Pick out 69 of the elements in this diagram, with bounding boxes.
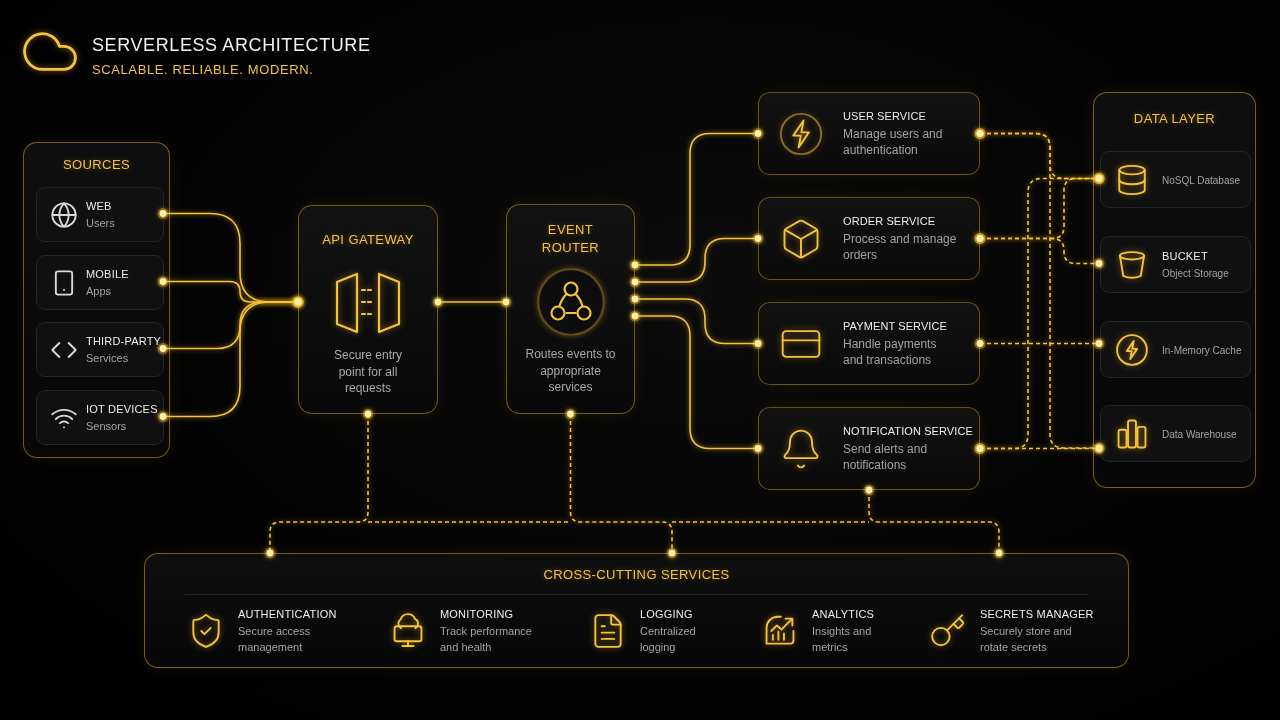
connector-line	[264, 408, 374, 559]
card-title: PAYMENT SERVICE	[843, 319, 947, 334]
source-card	[36, 255, 164, 310]
connector-line	[629, 310, 764, 454]
component-card	[506, 204, 635, 414]
service-card	[758, 302, 980, 385]
card-description: NoSQL Database	[1162, 174, 1240, 188]
card-title: NOTIFICATION SERVICE	[843, 424, 973, 439]
item-title: LOGGING	[640, 607, 693, 622]
card-title: EVENT ROUTER	[540, 221, 601, 257]
connector-line	[863, 484, 1005, 559]
group-panel	[144, 553, 1129, 668]
card-title: THIRD-PARTY	[86, 333, 162, 349]
item-description: Insights and metrics	[812, 624, 873, 655]
card-title: WEB	[86, 198, 112, 214]
card-title: API GATEWAY	[322, 231, 414, 249]
source-card	[36, 322, 164, 377]
connector-line	[565, 408, 678, 559]
panel-title: CROSS-CUTTING SERVICES	[542, 566, 731, 583]
item-description: Secure access management	[238, 624, 312, 655]
storage-card	[1100, 151, 1251, 208]
item-description: Track performance and health	[440, 624, 533, 655]
card-description: Manage users and authentication	[843, 126, 944, 158]
connector-line	[157, 296, 304, 422]
item-description: Securely store and rotate secrets	[980, 624, 1073, 655]
service-card	[758, 197, 980, 280]
item-description: Centralized logging	[640, 624, 697, 655]
panel-title: SOURCES	[61, 156, 132, 173]
card-description: In-Memory Cache	[1162, 344, 1242, 358]
card-description: Data Warehouse	[1162, 428, 1237, 442]
service-card	[758, 92, 980, 175]
card-title: MOBILE	[86, 266, 129, 282]
storage-card	[1100, 405, 1251, 462]
item-title: AUTHENTICATION	[238, 607, 337, 622]
storage-card	[1100, 236, 1251, 293]
card-description: Apps	[86, 283, 112, 299]
item-title: SECRETS MANAGER	[980, 607, 1094, 622]
card-description: Sensors	[86, 418, 127, 434]
card-description: Process and manage orders	[843, 231, 958, 263]
card-description: Object Storage	[1162, 266, 1229, 281]
connector-line	[974, 233, 1105, 269]
card-title: USER SERVICE	[843, 109, 926, 124]
service-card	[758, 407, 980, 490]
panel-title: DATA LAYER	[1132, 110, 1217, 127]
connector-line	[974, 338, 1105, 349]
card-description: Handle payments and transactions	[843, 336, 938, 368]
connector-line	[432, 296, 512, 308]
group-panel	[1093, 92, 1256, 488]
connector-line	[629, 233, 764, 288]
card-description: Secure entry point for all requests	[332, 347, 403, 397]
diagram-title: SERVERLESS ARCHITECTURE	[92, 34, 371, 56]
group-panel	[23, 142, 170, 458]
source-card	[36, 187, 164, 242]
component-card	[298, 205, 438, 414]
card-description: Send alerts and notifications	[843, 441, 929, 473]
item-title: MONITORING	[440, 607, 514, 622]
connector-line	[367, 521, 870, 523]
item-title: ANALYTICS	[812, 607, 875, 622]
tagline: SCALABLE. RELIABLE. MODERN.	[92, 62, 315, 78]
card-title: IOT DEVICES	[86, 401, 158, 417]
card-description: Services	[86, 350, 129, 366]
storage-card	[1100, 321, 1251, 378]
connector-line	[629, 293, 764, 349]
source-card	[36, 390, 164, 445]
card-title: ORDER SERVICE	[843, 214, 936, 229]
connector-line	[629, 128, 764, 271]
card-description: Routes events to appropriate services	[524, 346, 617, 396]
card-title: BUCKET	[1162, 248, 1208, 264]
card-description: Users	[86, 215, 115, 231]
